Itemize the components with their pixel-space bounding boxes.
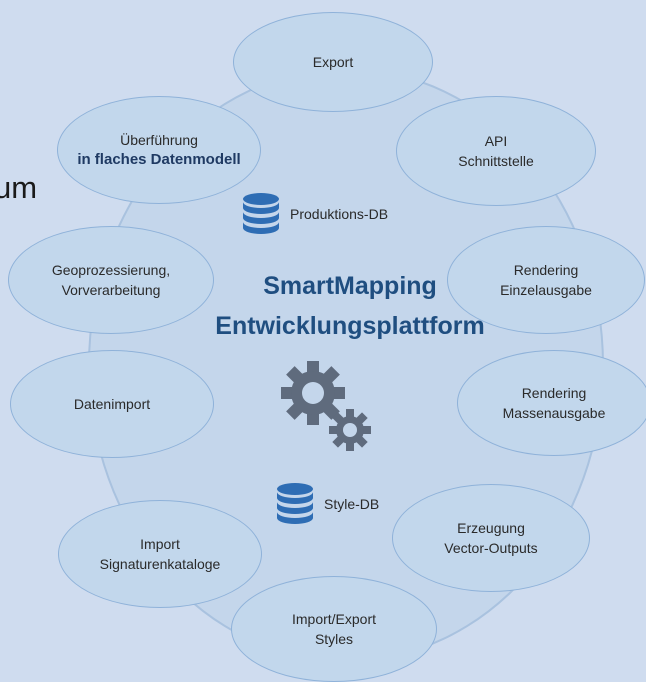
node-datenimport[interactable]: Datenimport — [10, 350, 214, 458]
node-vector-outputs[interactable]: Erzeugung Vector-Outputs — [392, 484, 590, 592]
node-signatur-line2: Signaturenkataloge — [99, 556, 221, 572]
node-vector-line2: Vector-Outputs — [444, 540, 538, 556]
node-api-line2: Schnittstelle — [458, 153, 534, 169]
node-geoprozess-line2: Vorverarbeitung — [61, 282, 161, 298]
node-ueberfuehrung[interactable]: Überführung in flaches Datenmodell — [57, 96, 261, 204]
center-title: SmartMapping Entwicklungsplattform — [160, 266, 540, 346]
node-ueberfuehrung-line1: Überführung — [120, 132, 198, 148]
node-signatur-line1: Import — [140, 536, 180, 552]
node-api-line1: API — [484, 133, 508, 149]
gears-icon — [281, 361, 371, 451]
node-import-export-styles[interactable]: Import/Export Styles — [231, 576, 437, 682]
node-rendering-masse-line1: Rendering — [521, 385, 587, 401]
node-datenimport-label: Datenimport — [73, 396, 151, 412]
node-styles-line2: Styles — [314, 631, 354, 647]
node-styles-line1: Import/Export — [291, 611, 377, 627]
center-title-line2: Entwicklungsplattform — [215, 312, 485, 340]
node-export-label: Export — [312, 54, 354, 70]
node-import-signaturenkataloge[interactable]: Import Signaturenkataloge — [58, 500, 262, 608]
node-ueberfuehrung-line2: in flaches Datenmodell — [77, 151, 241, 168]
center-title-line1: SmartMapping — [263, 272, 437, 300]
style-database-icon — [277, 483, 313, 524]
node-rendering-einzelausgabe[interactable]: Rendering Einzelausgabe — [447, 226, 645, 334]
node-rendering-massenausgabe[interactable]: Rendering Massenausgabe — [457, 350, 646, 456]
production-db-label: Produktions-DB — [290, 206, 389, 222]
database-icon — [243, 193, 279, 234]
node-export[interactable]: Export — [233, 12, 433, 112]
node-vector-line1: Erzeugung — [457, 520, 525, 536]
style-db-label: Style-DB — [324, 496, 380, 512]
node-rendering-einzel-line2: Einzelausgabe — [500, 282, 592, 298]
node-geoprozess-line1: Geoprozessierung, — [51, 262, 171, 278]
node-rendering-einzel-line1: Rendering — [513, 262, 579, 278]
node-api[interactable]: API Schnittstelle — [396, 96, 596, 206]
cropped-text-fragment: um — [0, 170, 38, 205]
node-rendering-masse-line2: Massenausgabe — [502, 405, 606, 421]
node-geoprozessierung[interactable]: Geoprozessierung, Vorverarbeitung — [8, 226, 214, 334]
